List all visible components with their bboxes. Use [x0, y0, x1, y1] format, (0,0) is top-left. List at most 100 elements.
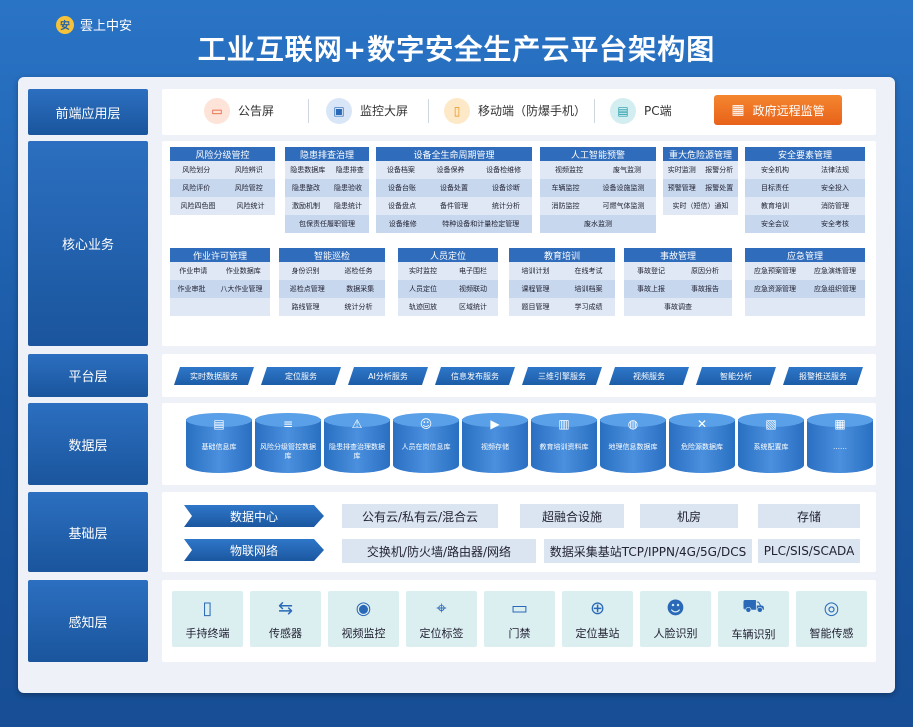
database-7[interactable]: ✕危险源数据库	[669, 413, 735, 473]
module-item[interactable]: 实时监测	[667, 166, 696, 174]
database-9[interactable]: ▦……	[807, 413, 873, 473]
module-item[interactable]: 应急演练管理	[814, 267, 856, 275]
module-item[interactable]: 包保责任履职管理	[299, 220, 355, 228]
platform-service-2[interactable]: AI分析服务	[348, 367, 428, 385]
module-item[interactable]: 八大作业管理	[220, 285, 263, 293]
database-8[interactable]: ▧系统配置库	[738, 413, 804, 473]
module-core_bottom-0[interactable]: 作业许可管理作业申请作业数据库作业审批八大作业管理	[170, 248, 270, 316]
module-item[interactable]: 目标责任	[761, 184, 789, 192]
app-monitor-wall[interactable]: ▣ 监控大屏	[326, 93, 408, 128]
sensor-1[interactable]: ⇆传感器	[250, 591, 321, 647]
module-item[interactable]: 设备设施监测	[602, 184, 645, 192]
module-item[interactable]: 隐患排查	[335, 166, 364, 174]
module-core_top-1[interactable]: 隐患排查治理隐患数据库隐患排查隐患整改隐患验收激励机制隐患统计包保责任履职管理	[285, 147, 369, 233]
module-item[interactable]: 激励机制	[292, 202, 320, 210]
module-item[interactable]: 风险辨识	[234, 166, 263, 174]
module-item[interactable]: 学习成绩	[574, 303, 603, 311]
module-item[interactable]: 设备处置	[440, 184, 468, 192]
module-item[interactable]: 安全机构	[761, 166, 789, 174]
module-item[interactable]: 安全考核	[821, 220, 849, 228]
module-item[interactable]: 人员定位	[409, 285, 437, 293]
module-core_bottom-5[interactable]: 应急管理应急预案管理应急演练管理应急资源管理应急组织管理	[745, 248, 865, 316]
platform-service-1[interactable]: 定位服务	[261, 367, 341, 385]
module-item[interactable]: 风险统计	[236, 202, 265, 210]
module-item[interactable]: 设备保养	[436, 166, 465, 174]
module-item[interactable]: 特种设备和计量检定管理	[442, 220, 520, 228]
module-item[interactable]: 安全会议	[761, 220, 789, 228]
platform-service-5[interactable]: 视频服务	[609, 367, 689, 385]
module-item[interactable]: 安全投入	[821, 184, 849, 192]
module-item[interactable]: 废水监测	[584, 220, 612, 228]
module-item[interactable]: 风险四色图	[180, 202, 216, 210]
sensor-5[interactable]: ⊕定位基站	[562, 591, 633, 647]
module-item[interactable]: 数据采集	[346, 285, 375, 293]
module-item[interactable]: 题目管理	[521, 303, 550, 311]
module-item[interactable]: 巡检任务	[344, 267, 373, 275]
module-item[interactable]: 统计分析	[492, 202, 520, 210]
module-item[interactable]: 设备维修	[388, 220, 417, 228]
sensor-2[interactable]: ◉视频监控	[328, 591, 399, 647]
module-item[interactable]: 应急预案管理	[754, 267, 796, 275]
database-4[interactable]: ▶视频存储	[462, 413, 528, 473]
module-item[interactable]: 作业数据库	[225, 267, 261, 275]
module-item[interactable]: 废气监测	[613, 166, 641, 174]
module-item[interactable]: 设备台账	[388, 184, 416, 192]
sensor-4[interactable]: ▭门禁	[484, 591, 555, 647]
app-pc[interactable]: ▤ PC端	[610, 93, 672, 128]
module-item[interactable]: 事故报告	[691, 285, 719, 293]
module-item[interactable]: 实时（短信）通知	[672, 202, 729, 210]
sensor-6[interactable]: ☻人脸识别	[640, 591, 711, 647]
module-item[interactable]: 风险管控	[234, 184, 263, 192]
database-2[interactable]: ⚠隐患排查治理数据库	[324, 413, 390, 473]
module-core_top-0[interactable]: 风险分级管控风险划分风险辨识风险评价风险管控风险四色图风险统计	[170, 147, 275, 215]
module-item[interactable]: 事故上报	[637, 285, 665, 293]
platform-service-0[interactable]: 实时数据服务	[174, 367, 254, 385]
module-item[interactable]: 隐患数据库	[290, 166, 326, 174]
module-item[interactable]: 培训计划	[521, 267, 550, 275]
module-item[interactable]: 报警分析	[705, 166, 734, 174]
module-item[interactable]: 设备档案	[386, 166, 415, 174]
database-3[interactable]: ☺人员在岗信息库	[393, 413, 459, 473]
module-item[interactable]: 应急资源管理	[754, 285, 796, 293]
module-item[interactable]: 视频联动	[459, 285, 487, 293]
module-item[interactable]: 统计分析	[344, 303, 373, 311]
module-item[interactable]: 风险评价	[182, 184, 211, 192]
module-item[interactable]: 作业审批	[177, 285, 206, 293]
module-item[interactable]: 在线考试	[574, 267, 603, 275]
module-item[interactable]: 培训档案	[574, 285, 603, 293]
platform-service-7[interactable]: 报警推送服务	[783, 367, 863, 385]
app-mobile[interactable]: ▯ 移动端（防爆手机）	[444, 93, 586, 128]
module-item[interactable]: 事故调查	[664, 303, 692, 311]
module-item[interactable]: 设备盘点	[388, 202, 416, 210]
module-core_bottom-1[interactable]: 智能巡检身份识别巡检任务巡检点管理数据采集路线管理统计分析	[279, 248, 385, 316]
module-item[interactable]: 应急组织管理	[814, 285, 856, 293]
module-item[interactable]: 作业申请	[179, 267, 208, 275]
sensor-7[interactable]: ⛟车辆识别	[718, 591, 789, 647]
platform-service-3[interactable]: 信息发布服务	[435, 367, 515, 385]
module-item[interactable]: 隐患统计	[334, 202, 362, 210]
module-item[interactable]: 设备诊断	[492, 184, 520, 192]
module-item[interactable]: 消防监控	[551, 202, 580, 210]
module-item[interactable]: 路线管理	[291, 303, 320, 311]
module-item[interactable]: 设备检维修	[486, 166, 522, 174]
module-item[interactable]: 隐患验收	[334, 184, 362, 192]
module-item[interactable]: 消防管理	[821, 202, 849, 210]
module-item[interactable]: 区域统计	[459, 303, 487, 311]
database-6[interactable]: ◍地理信息数据库	[600, 413, 666, 473]
module-item[interactable]: 备件管理	[440, 202, 468, 210]
database-0[interactable]: ▤基础信息库	[186, 413, 252, 473]
sensor-3[interactable]: ⌖定位标签	[406, 591, 477, 647]
module-core_bottom-4[interactable]: 事故管理事故登记原因分析事故上报事故报告事故调查	[624, 248, 732, 316]
sensor-8[interactable]: ◎智能传感	[796, 591, 867, 647]
module-item[interactable]: 法律法规	[821, 166, 849, 174]
module-item[interactable]: 车辆监控	[551, 184, 580, 192]
module-item[interactable]: 原因分析	[691, 267, 719, 275]
module-item[interactable]: 轨迹回放	[409, 303, 437, 311]
module-core_bottom-2[interactable]: 人员定位实时监控电子围栏人员定位视频联动轨迹回放区域统计	[398, 248, 498, 316]
module-item[interactable]: 实时监控	[409, 267, 437, 275]
platform-service-4[interactable]: 三维引擎服务	[522, 367, 602, 385]
database-1[interactable]: ≡风险分级管控数据库	[255, 413, 321, 473]
module-item[interactable]: 巡检点管理	[289, 285, 325, 293]
module-core_top-5[interactable]: 安全要素管理安全机构法律法规目标责任安全投入教育培训消防管理安全会议安全考核	[745, 147, 865, 233]
module-core_bottom-3[interactable]: 教育培训培训计划在线考试课程管理培训档案题目管理学习成绩	[509, 248, 615, 316]
